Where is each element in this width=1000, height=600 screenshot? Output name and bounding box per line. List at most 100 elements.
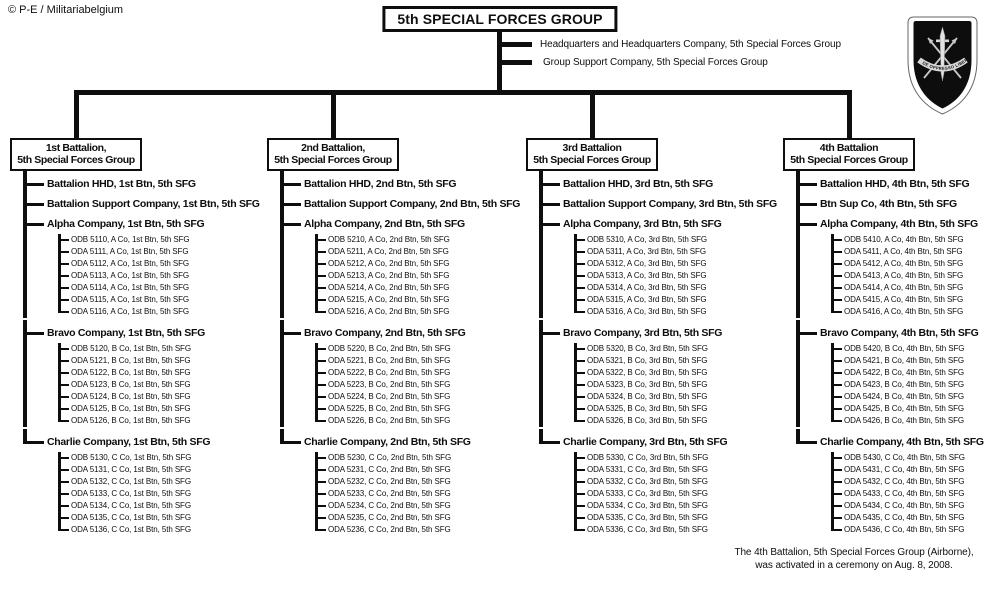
team-row: ODA 5121, B Co, 1st Btn, 5th SFG (58, 355, 265, 367)
unit-label: Bravo Company, 4th Btn, 5th SFG (820, 327, 979, 339)
group-unit-gsc: Group Support Company, 5th Special Force… (543, 57, 768, 68)
team-row: ODA 5435, C Co, 4th Btn, 5th SFG (831, 512, 1000, 524)
team-row: ODA 5115, A Co, 1st Btn, 5th SFG (58, 294, 265, 306)
unit-label: Charlie Company, 1st Btn, 5th SFG (47, 436, 211, 448)
team-row: ODA 5324, B Co, 3rd Btn, 5th SFG (574, 391, 781, 403)
team-row: ODA 5114, A Co, 1st Btn, 5th SFG (58, 282, 265, 294)
connector-drop-battalion-4 (847, 90, 852, 140)
team-row: ODA 5136, C Co, 1st Btn, 5th SFG (58, 524, 265, 536)
team-row: ODA 5426, B Co, 4th Btn, 5th SFG (831, 415, 1000, 427)
team-row: ODB 5430, C Co, 4th Btn, 5th SFG (831, 452, 1000, 464)
connector-drop-battalion-1 (74, 90, 79, 140)
unit-label: Alpha Company, 4th Btn, 5th SFG (820, 218, 978, 230)
unit-label: Battalion Support Company, 3rd Btn, 5th … (563, 198, 777, 210)
team-row: ODB 5320, B Co, 3rd Btn, 5th SFG (574, 343, 781, 355)
group-title: 5th SPECIAL FORCES GROUP (397, 11, 603, 27)
team-row: ODA 5325, B Co, 3rd Btn, 5th SFG (574, 403, 781, 415)
battalion-name-line1: 2nd Battalion, (301, 142, 365, 154)
unit-list: Battalion HHD, 3rd Btn, 5th SFG Battalion… (539, 171, 781, 536)
unit-label: Battalion Support Company, 2nd Btn, 5th … (304, 198, 521, 210)
team-row: ODB 5220, B Co, 2nd Btn, 5th SFG (315, 343, 522, 355)
team-row: ODA 5235, C Co, 2nd Btn, 5th SFG (315, 512, 522, 524)
battalion-name-line2: 5th Special Forces Group (17, 154, 135, 166)
team-row: ODA 5414, A Co, 4th Btn, 5th SFG (831, 282, 1000, 294)
battalion-name-line2: 5th Special Forces Group (533, 154, 651, 166)
connector-hhc-stub (502, 42, 532, 47)
team-row: ODA 5212, A Co, 2nd Btn, 5th SFG (315, 258, 522, 270)
team-row: ODA 5334, C Co, 3rd Btn, 5th SFG (574, 500, 781, 512)
battalion-box: 3rd Battalion 5th Special Forces Group (526, 138, 658, 171)
unit-row: Battalion Support Company, 1st Btn, 5th … (23, 191, 265, 211)
unit-label: Charlie Company, 3rd Btn, 5th SFG (563, 436, 728, 448)
team-row: ODA 5335, C Co, 3rd Btn, 5th SFG (574, 512, 781, 524)
team-row: ODA 5231, C Co, 2nd Btn, 5th SFG (315, 464, 522, 476)
team-row: ODA 5326, B Co, 3rd Btn, 5th SFG (574, 415, 781, 427)
unit-label: Battalion HHD, 2nd Btn, 5th SFG (304, 178, 457, 190)
unit-row: Battalion Support Company, 2nd Btn, 5th … (280, 191, 522, 211)
team-row: ODA 5312, A Co, 3rd Btn, 5th SFG (574, 258, 781, 270)
team-row: ODA 5135, C Co, 1st Btn, 5th SFG (58, 512, 265, 524)
connector-trunk-vertical (497, 29, 502, 95)
unit-row: Alpha Company, 2nd Btn, 5th SFG ODB 5210,… (280, 211, 522, 318)
unit-label: Battalion HHD, 3rd Btn, 5th SFG (563, 178, 713, 190)
team-row: ODA 5433, C Co, 4th Btn, 5th SFG (831, 488, 1000, 500)
beret-flash-insignia: DE OPPRESSO LIBER (905, 15, 980, 122)
team-row: ODA 5214, A Co, 2nd Btn, 5th SFG (315, 282, 522, 294)
unit-row: Battalion Support Company, 3rd Btn, 5th … (539, 191, 781, 211)
team-row: ODA 5123, B Co, 1st Btn, 5th SFG (58, 379, 265, 391)
battalion-box: 2nd Battalion, 5th Special Forces Group (267, 138, 399, 171)
team-row: ODA 5424, B Co, 4th Btn, 5th SFG (831, 391, 1000, 403)
unit-label: Alpha Company, 1st Btn, 5th SFG (47, 218, 205, 230)
team-row: ODA 5323, B Co, 3rd Btn, 5th SFG (574, 379, 781, 391)
unit-label: Btn Sup Co, 4th Btn, 5th SFG (820, 198, 957, 210)
unit-row: Battalion HHD, 1st Btn, 5th SFG (23, 171, 265, 191)
team-row: ODA 5222, B Co, 2nd Btn, 5th SFG (315, 367, 522, 379)
team-row: ODA 5331, C Co, 3rd Btn, 5th SFG (574, 464, 781, 476)
team-row: ODA 5213, A Co, 2nd Btn, 5th SFG (315, 270, 522, 282)
team-row: ODA 5432, C Co, 4th Btn, 5th SFG (831, 476, 1000, 488)
team-row: ODA 5112, A Co, 1st Btn, 5th SFG (58, 258, 265, 270)
team-row: ODA 5421, B Co, 4th Btn, 5th SFG (831, 355, 1000, 367)
unit-row: Btn Sup Co, 4th Btn, 5th SFG (796, 191, 1000, 211)
team-row: ODA 5113, A Co, 1st Btn, 5th SFG (58, 270, 265, 282)
team-row: ODA 5234, C Co, 2nd Btn, 5th SFG (315, 500, 522, 512)
team-row: ODB 5210, A Co, 2nd Btn, 5th SFG (315, 234, 522, 246)
footnote: The 4th Battalion, 5th Special Forces Gr… (710, 546, 998, 572)
team-row: ODA 5314, A Co, 3rd Btn, 5th SFG (574, 282, 781, 294)
footnote-line2: was activated in a ceremony on Aug. 8, 2… (755, 560, 953, 571)
team-row: ODB 5330, C Co, 3rd Btn, 5th SFG (574, 452, 781, 464)
connector-drop-battalion-2 (331, 90, 336, 140)
unit-label: Alpha Company, 3rd Btn, 5th SFG (563, 218, 722, 230)
unit-label: Alpha Company, 2nd Btn, 5th SFG (304, 218, 465, 230)
team-row: ODA 5321, B Co, 3rd Btn, 5th SFG (574, 355, 781, 367)
team-row: ODA 5211, A Co, 2nd Btn, 5th SFG (315, 246, 522, 258)
team-row: ODA 5423, B Co, 4th Btn, 5th SFG (831, 379, 1000, 391)
team-row: ODA 5226, B Co, 2nd Btn, 5th SFG (315, 415, 522, 427)
team-row: ODA 5133, C Co, 1st Btn, 5th SFG (58, 488, 265, 500)
team-row: ODA 5311, A Co, 3rd Btn, 5th SFG (574, 246, 781, 258)
unit-row: Charlie Company, 3rd Btn, 5th SFG ODB 533… (539, 429, 781, 536)
battalion-box: 4th Battalion 5th Special Forces Group (783, 138, 915, 171)
team-row: ODA 5232, C Co, 2nd Btn, 5th SFG (315, 476, 522, 488)
connector-drop-battalion-3 (590, 90, 595, 140)
unit-row: Alpha Company, 1st Btn, 5th SFG ODB 5110,… (23, 211, 265, 318)
unit-list: Battalion HHD, 2nd Btn, 5th SFG Battalion… (280, 171, 522, 536)
battalion-column: 1st Battalion, 5th Special Forces Group … (10, 138, 265, 538)
team-row: ODA 5422, B Co, 4th Btn, 5th SFG (831, 367, 1000, 379)
battalion-column: 4th Battalion 5th Special Forces Group B… (783, 138, 1000, 538)
team-row: ODB 5110, A Co, 1st Btn, 5th SFG (58, 234, 265, 246)
battalion-box: 1st Battalion, 5th Special Forces Group (10, 138, 142, 171)
team-row: ODA 5116, A Co, 1st Btn, 5th SFG (58, 306, 265, 318)
